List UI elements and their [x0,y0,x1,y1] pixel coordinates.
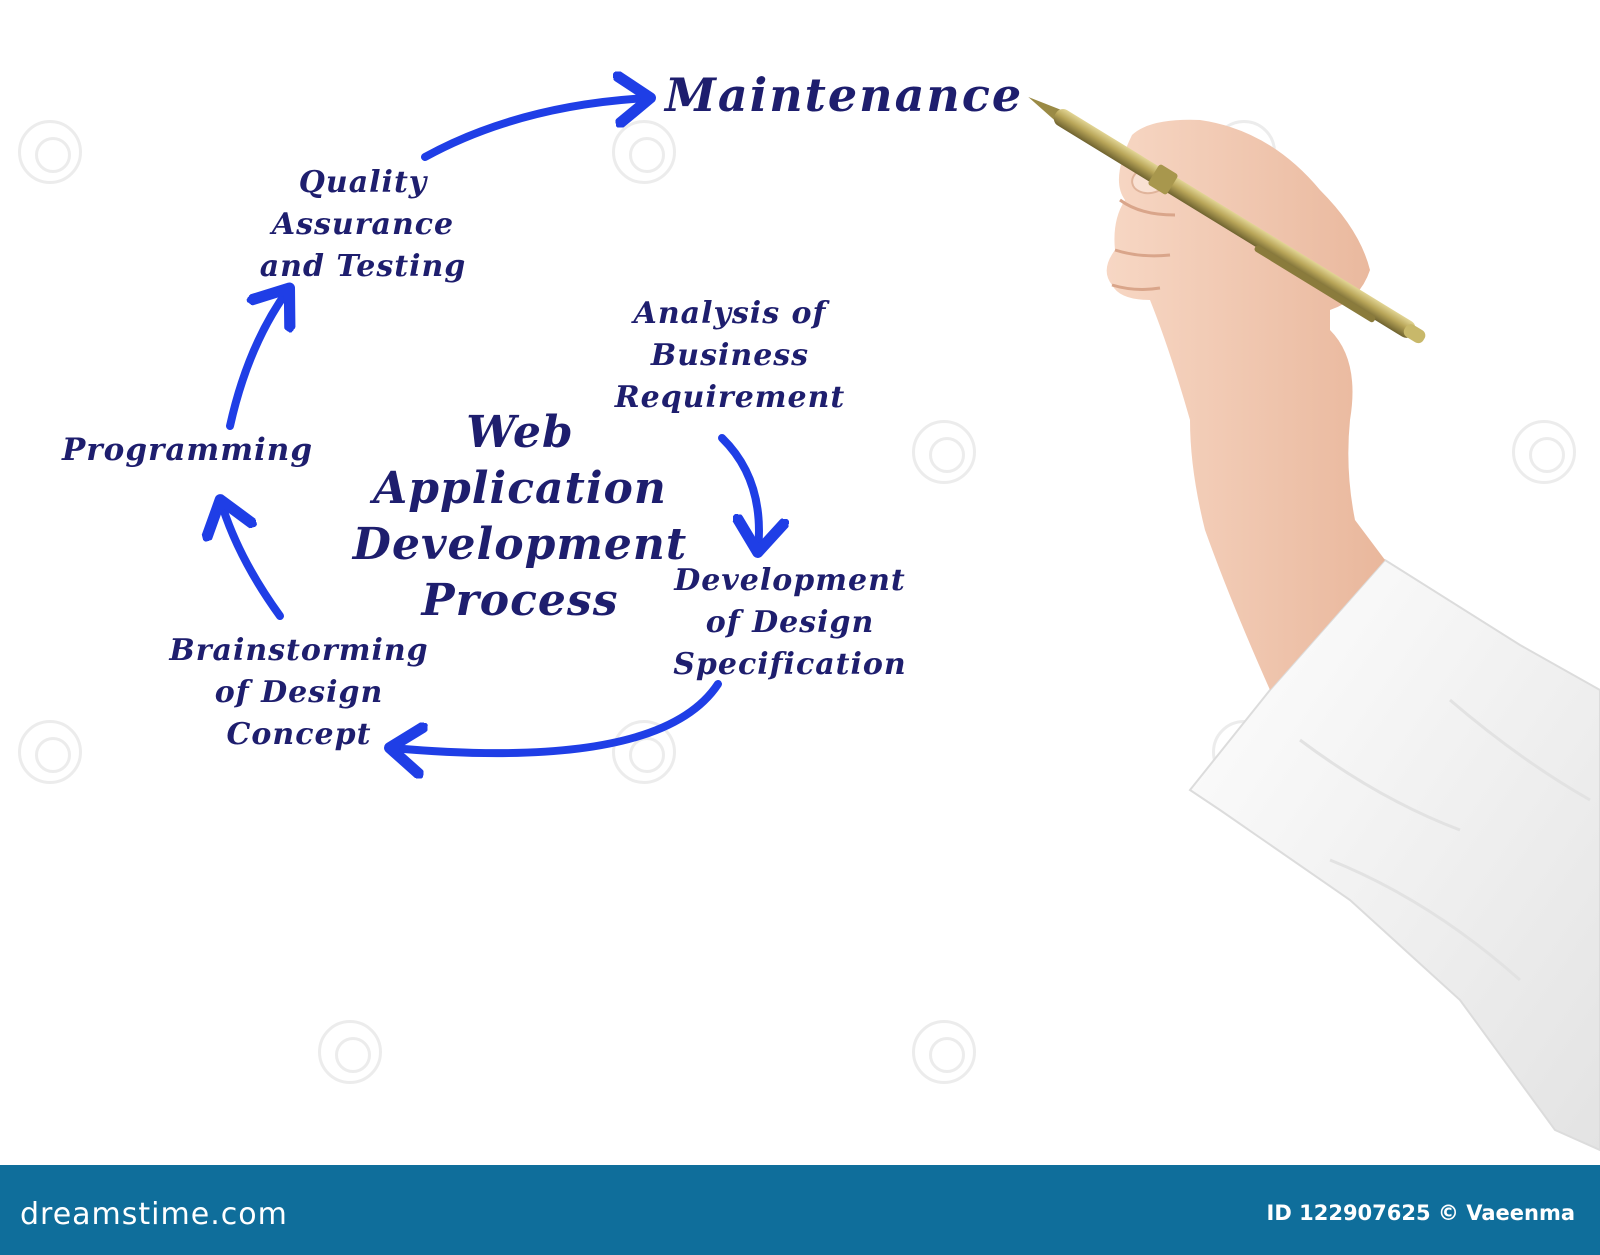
watermark-icon [912,1020,976,1084]
title-line: Development [352,519,688,570]
node-brainstorming: Brainstorming of Design Concept [169,633,429,752]
watermark-icon [18,720,82,784]
watermark-icon [318,1020,382,1084]
title-line: Web [466,407,574,458]
brand-logo-text: dreamstime.com [20,1197,288,1232]
watermark-icon [912,420,976,484]
pen [1028,96,1426,344]
arrow-programming-to-qa [226,290,288,430]
node-maintenance: Maintenance [665,68,1024,122]
watermark-icon [1512,420,1576,484]
hand [1106,119,1385,690]
node-programming: Programming [62,432,314,468]
title-line: Process [421,575,619,626]
arrow-qa-to-maintenance [421,98,648,161]
diagram-canvas: Web Application Development Process Main… [0,0,1600,1165]
node-quality-assurance: Quality Assurance and Testing [259,165,467,284]
arrow-brainstorming-to-programming [221,502,284,620]
footer-bar: dreamstime.com ID 122907625 © Vaeenma [0,1165,1600,1255]
node-design-specification: Development of Design Specification [673,563,907,682]
watermark-icon [612,720,676,784]
arrow-design-spec-to-brainstorming [392,680,722,753]
sleeve [1188,558,1600,1152]
image-credit: ID 122907625 © Vaeenma [1266,1201,1575,1225]
arrows-layer [0,0,1600,1165]
hand-with-pen-illustration [1028,96,1600,1152]
title-line: Application [373,463,667,514]
arrow-analysis-to-design-spec [718,434,759,550]
node-analysis: Analysis of Business Requirement [614,296,846,415]
watermark-icon [18,120,82,184]
diagram-title: Web Application Development Process [300,405,740,629]
